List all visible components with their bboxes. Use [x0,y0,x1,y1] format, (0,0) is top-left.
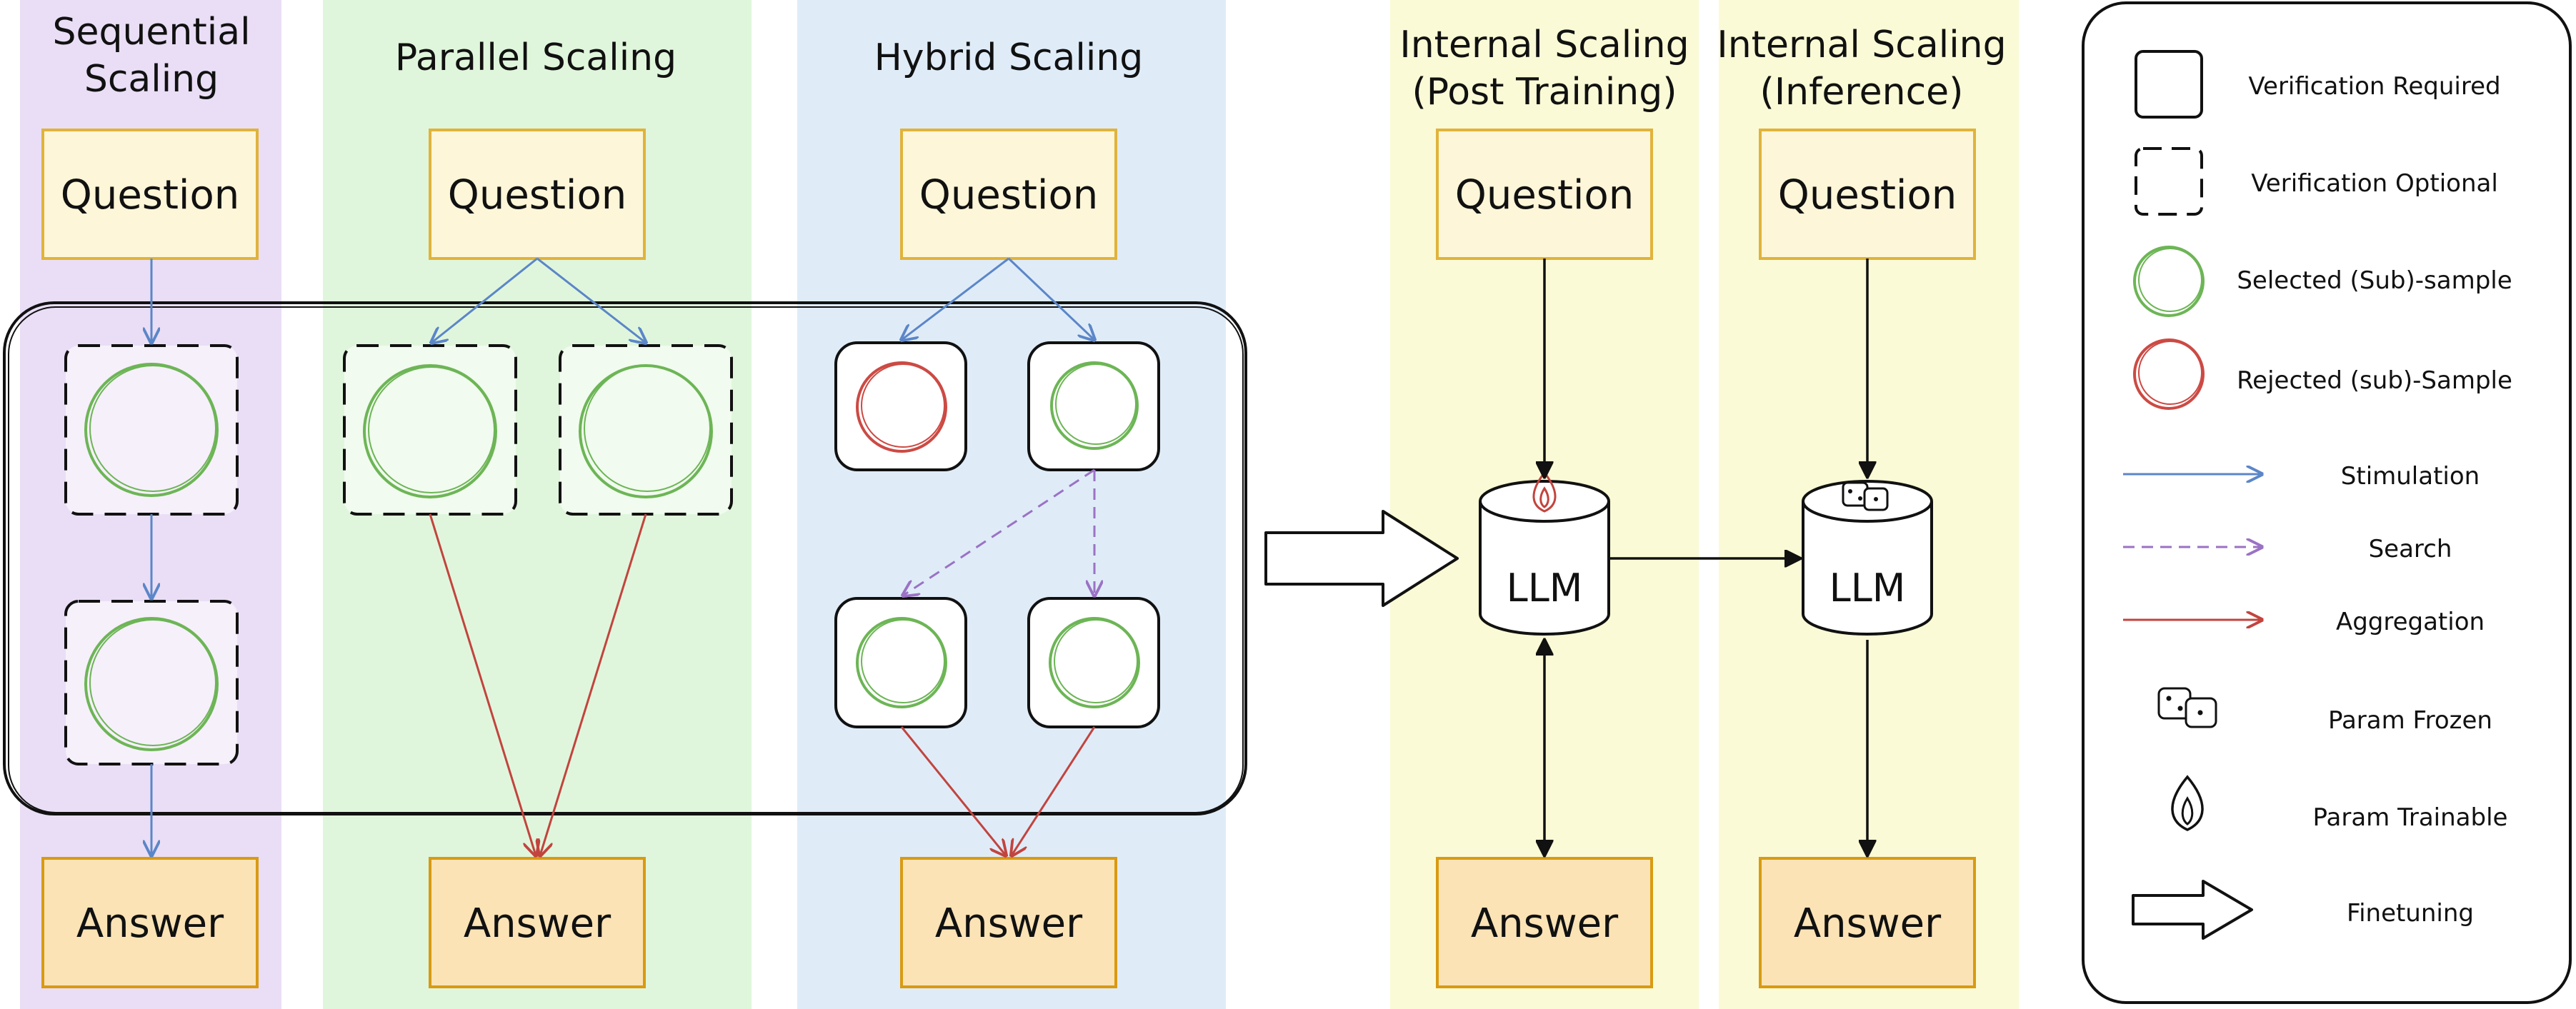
legend-label: Aggregation [2336,608,2485,636]
answer-label: Answer [1794,900,1942,947]
question-label: Question [1455,172,1634,219]
legend-rejected-sample: Rejected (sub)-Sample [2133,338,2512,410]
internal-inference-title-line2: (Inference) [1760,71,1964,114]
legend-label: Verification Optional [2251,169,2498,198]
legend-label: Verification Required [2248,72,2500,101]
parallel-sample-2 [559,344,733,516]
legend: Verification Required Verification Optio… [2082,1,2572,1004]
answer-box-internal-post: Answer [1436,857,1653,988]
llm-label: LLM [1507,566,1583,611]
answer-label: Answer [935,900,1083,947]
finetuning-arrow [1264,510,1459,607]
answer-box-hybrid: Answer [900,857,1117,988]
legend-label: Param Trainable [2313,803,2508,832]
hybrid-sample-selected-3 [1027,597,1160,728]
legend-finetuning: Finetuning [2132,880,2474,940]
sequential-title-line1: Sequential [52,11,250,54]
answer-box-parallel: Answer [429,857,646,988]
answer-box-sequential: Answer [41,857,259,988]
question-box-internal-post: Question [1436,129,1653,260]
legend-param-trainable: Param Trainable [2171,775,2508,832]
llm-cylinder-inference: LLM [1802,480,1933,636]
legend-aggregation: Aggregation [2123,608,2485,636]
answer-label: Answer [76,900,224,947]
finetuning-arrow-icon [2132,880,2253,940]
answer-label: Answer [464,900,611,947]
internal-post-title-line1: Internal Scaling [1399,24,1689,66]
legend-selected-sample: Selected (Sub)-sample [2133,246,2512,317]
question-label: Question [61,172,239,219]
legend-label: Stimulation [2341,462,2480,491]
legend-label: Finetuning [2347,899,2474,928]
dice-icon [2157,687,2217,728]
search-arrows [903,468,1094,596]
flame-icon [2171,775,2204,831]
internal-inference-title-line1: Internal Scaling [1717,24,2006,66]
hybrid-sample-rejected [834,341,967,471]
question-box-internal-inference: Question [1759,129,1976,260]
dice-icon [1842,481,1889,511]
answer-box-internal-inference: Answer [1759,857,1976,988]
llm-label: LLM [1829,566,1906,611]
question-box-hybrid: Question [900,129,1117,260]
external-scaling-frame [3,301,1247,815]
question-box-parallel: Question [429,129,646,260]
legend-label: Rejected (sub)-Sample [2237,366,2512,395]
answer-label: Answer [1471,900,1619,947]
external-scaling-frame-sketch [8,306,1244,813]
parallel-title: Parallel Scaling [395,36,677,79]
hybrid-sample-selected-2 [834,597,967,728]
llm-cylinder-post-training: LLM [1479,471,1610,636]
hybrid-sample-selected-1 [1027,341,1160,471]
legend-label: Selected (Sub)-sample [2237,266,2512,295]
question-label: Question [448,172,626,219]
legend-verification-optional: Verification Optional [2135,147,2498,216]
question-label: Question [1778,172,1957,219]
sequential-sample-1 [64,344,239,516]
question-box-sequential: Question [41,129,259,260]
legend-search: Search [2123,535,2452,563]
legend-stimulation: Stimulation [2123,462,2480,491]
legend-frame [2082,1,2572,1004]
legend-verification-required: Verification Required [2135,50,2501,119]
legend-label: Param Frozen [2328,706,2492,735]
legend-param-frozen: Param Frozen [2157,687,2492,735]
aggregation-arrows [429,513,1096,855]
legend-label: Search [2369,535,2452,563]
parallel-sample-1 [343,344,517,516]
sequential-title-line2: Scaling [84,58,219,101]
flame-icon [1532,471,1557,513]
hybrid-title: Hybrid Scaling [874,36,1144,79]
question-label: Question [919,172,1098,219]
stimulation-arrows [151,257,1094,855]
sequential-sample-2 [64,600,239,765]
internal-flow-arrows [1544,258,1867,855]
internal-post-title-line2: (Post Training) [1412,71,1677,114]
